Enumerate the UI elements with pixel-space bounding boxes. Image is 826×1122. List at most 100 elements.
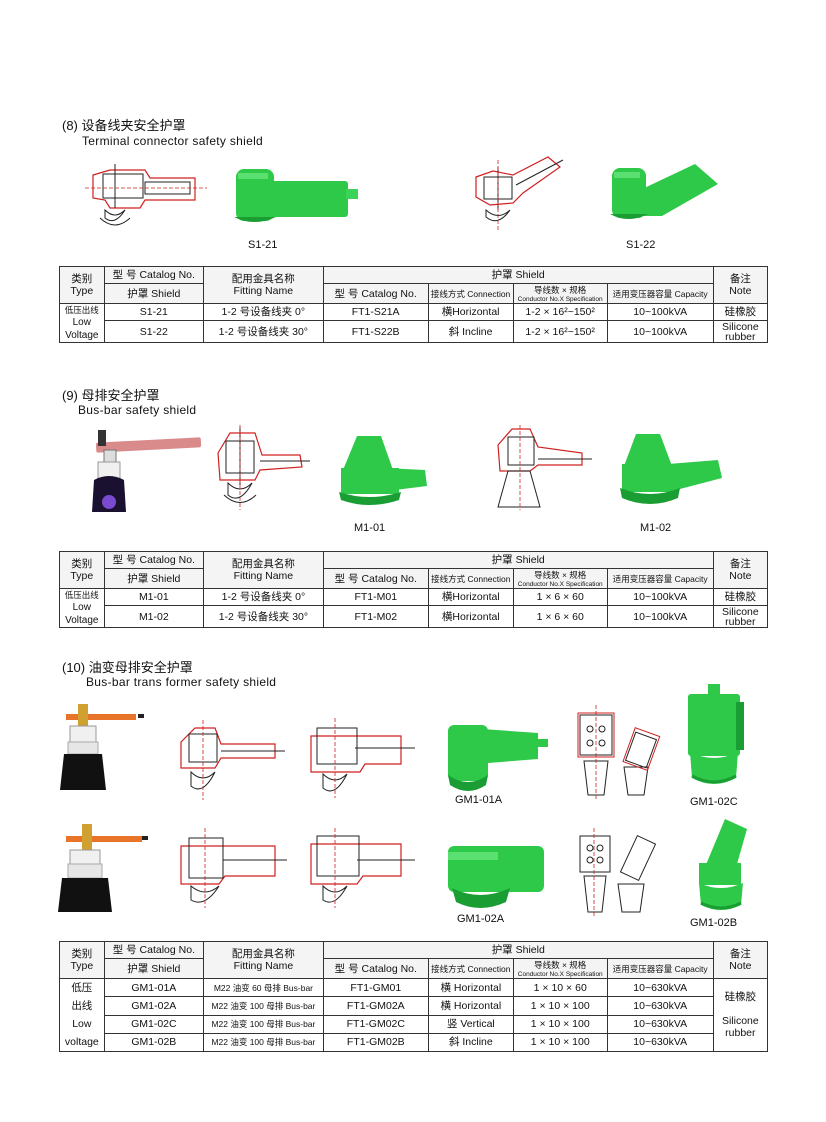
cell-spec: 1-2 × 16²~150²	[512, 302, 608, 322]
caption-s1-21: S1-21	[248, 239, 278, 251]
cell-fitting: 1-2 号设备线夹 30°	[203, 605, 324, 628]
busbar-drawing-b	[310, 718, 415, 798]
cell-note-cn: 硅橡胶	[724, 991, 757, 1003]
cell-connection: 横 Horizontal	[427, 977, 514, 998]
header-shield-group: 护罩 Shield	[322, 266, 714, 284]
header-catalog: 型 号 Catalog No.	[322, 568, 429, 589]
header-model: 型 号 Catalog No.	[103, 941, 205, 959]
cell-spec: 1-2 × 16²~150²	[512, 320, 608, 343]
cell-model: S1-22	[103, 320, 204, 343]
header-note-cn: 备注	[729, 273, 751, 285]
cell-catalog: FT1-GM01	[322, 977, 429, 998]
shield-m1-01-photo	[339, 436, 427, 505]
cell-note-en: Silicone	[721, 1015, 759, 1027]
caption-m1-01: M1-01	[354, 522, 386, 534]
cell-catalog: FT1-GM02B	[322, 1032, 429, 1053]
cell-fitting: M22 油变 100 母排 Bus-bar	[203, 1032, 324, 1053]
busbar-drawing-c	[180, 828, 287, 908]
header-catalog: 型 号 Catalog No.	[322, 958, 429, 979]
type-cn: 出线	[71, 1000, 93, 1012]
header-shield: 护罩 Shield	[103, 283, 204, 304]
header-spec-en: Conductor No.X Specification	[517, 296, 603, 303]
cell-model: GM1-01A	[103, 977, 205, 998]
header-model: 型 号 Catalog No.	[103, 266, 204, 284]
table-row: GM1-02C M22 油变 100 母排 Bus-bar FT1-GM02C …	[60, 1014, 768, 1034]
cell-note-cn: 硅橡胶	[712, 302, 769, 322]
header-type-cn: 类别	[71, 273, 93, 285]
section-10-title: (10) 油变母排安全护罩	[62, 660, 193, 675]
shield-s1-22-photo	[610, 164, 718, 219]
header-connection: 接线方式 Connection	[427, 283, 514, 304]
cell-connection: 斜 Incline	[427, 1032, 514, 1053]
busbar-incline-drawing	[497, 425, 592, 510]
cell-fitting: 1-2 号设备线夹 0°	[203, 587, 324, 607]
header-connection: 接线方式 Connection	[427, 568, 514, 589]
cell-spec: 1 × 10 × 100	[512, 1032, 608, 1053]
cell-catalog: FT1-GM02A	[322, 996, 429, 1016]
header-shield-group: 护罩 Shield	[322, 941, 714, 959]
header-fit-cn: 配用金具名称	[231, 273, 295, 285]
cell-connection: 横Horizontal	[427, 302, 514, 322]
cell-capacity: 10~630kVA	[606, 1014, 714, 1034]
shield-gm1-02b-photo	[699, 819, 747, 910]
cell-fitting: M22 油变 60 母排 Bus-bar	[203, 977, 324, 998]
cell-fitting: 1-2 号设备线夹 30°	[202, 320, 324, 343]
type-cn: 低压出线	[64, 305, 99, 315]
busbar-drawing-a	[180, 720, 285, 800]
caption-gm1-02a: GM1-02A	[457, 913, 505, 925]
cell-connection: 斜 Incline	[427, 320, 514, 343]
caption-s1-22: S1-22	[626, 239, 656, 251]
header-note-en: Note	[729, 285, 752, 297]
cell-note-en: Silicone	[721, 605, 759, 618]
cell-model: GM1-02B	[103, 1032, 205, 1053]
cell-catalog: FT1-M02	[322, 605, 429, 628]
cell-model: M1-02	[103, 605, 205, 628]
header-catalog: 型 号 Catalog No.	[322, 283, 429, 304]
table-row: GM1-02A M22 油变 100 母排 Bus-bar FT1-GM02A …	[60, 996, 768, 1016]
cell-connection: 竖 Vertical	[427, 1014, 514, 1034]
caption-gm1-01a: GM1-01A	[455, 794, 503, 806]
cell-catalog: FT1-S22B	[322, 320, 429, 343]
header-shield: 护罩 Shield	[103, 568, 205, 589]
header-note-cn: 备注	[729, 948, 751, 960]
oil-transformer-busbar-photo	[60, 704, 144, 790]
cell-fitting: M22 油变 100 母排 Bus-bar	[203, 1014, 324, 1034]
cell-capacity: 10~100kVA	[606, 302, 714, 322]
header-spec-en: Conductor No.X Specification	[517, 581, 603, 588]
type-cn: 低压出线	[64, 590, 99, 600]
table-row: GM1-02B M22 油变 100 母排 Bus-bar FT1-GM02B …	[60, 1032, 768, 1053]
shield-gm1-02a-photo	[448, 846, 544, 908]
cell-spec: 1 × 10 × 60	[512, 977, 608, 998]
cell-connection: 横Horizontal	[427, 605, 514, 628]
header-note-en: Note	[729, 570, 752, 582]
cell-note-en: rubber	[725, 330, 756, 343]
header-spec-cn: 导线数 × 规格	[534, 570, 587, 580]
incline-clamp-drawing	[579, 828, 657, 918]
cell-connection: 横Horizontal	[427, 587, 514, 607]
header-type-en: Type	[70, 960, 94, 972]
type-en: Low	[72, 602, 91, 613]
cell-catalog: FT1-M01	[322, 587, 429, 607]
table-row: M1-02 1-2 号设备线夹 30° FT1-M02 横Horizontal …	[60, 605, 769, 628]
cell-spec: 1 × 6 × 60	[512, 605, 608, 628]
cell-model: GM1-02C	[103, 1014, 205, 1034]
table-row: S1-22 1-2 号设备线夹 30° FT1-S22B 斜 Incline 1…	[60, 320, 769, 343]
header-connection: 接线方式 Connection	[427, 958, 514, 979]
cell-capacity: 10~630kVA	[606, 996, 714, 1016]
header-shield-group: 护罩 Shield	[322, 551, 714, 569]
type-en: Voltage	[65, 330, 99, 341]
cell-fitting: 1-2 号设备线夹 0°	[202, 302, 324, 322]
header-type-en: Type	[70, 570, 94, 582]
cell-capacity: 10~100kVA	[606, 605, 714, 628]
section-9-title: (9) 母排安全护罩	[62, 388, 160, 403]
header-note-cn: 备注	[729, 558, 751, 570]
section-8-subtitle: Terminal connector safety shield	[82, 134, 264, 148]
header-model: 型 号 Catalog No.	[103, 551, 205, 569]
cell-spec: 1 × 10 × 100	[512, 996, 608, 1016]
type-cn: 低压	[71, 982, 93, 994]
cell-capacity: 10~630kVA	[606, 977, 714, 998]
